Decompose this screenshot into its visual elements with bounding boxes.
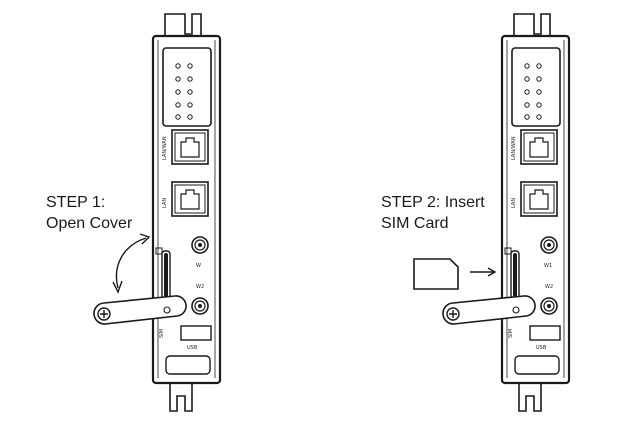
device-step2: LAN/WAN LAN W1 W2 SIM USB <box>413 13 571 412</box>
w1-label: W <box>196 263 201 269</box>
rotate-arrow <box>115 237 147 289</box>
sim-cover-plate <box>442 295 536 325</box>
lan-label: LAN <box>511 198 517 208</box>
usb-port <box>180 325 212 341</box>
lan-wan-label: LAN/WAN <box>162 136 168 160</box>
led-panel <box>511 47 561 127</box>
top-mount-bracket <box>164 13 202 37</box>
cover-screw <box>97 307 111 321</box>
lan-label: LAN <box>162 198 168 208</box>
usb-label: USB <box>187 345 198 351</box>
sim-icon <box>155 247 163 255</box>
w1-label: W1 <box>544 263 552 269</box>
usb-label: USB <box>536 345 547 351</box>
sim-label: SIM <box>159 329 165 338</box>
w2-label: W2 <box>545 284 553 290</box>
sim-icon <box>504 247 512 255</box>
sim-card <box>413 258 459 290</box>
sim-label: SIM <box>508 329 514 338</box>
step2-title-line1: STEP 2: Insert <box>381 194 485 211</box>
w2-label: W2 <box>196 284 204 290</box>
sim-cover-plate <box>93 295 187 325</box>
step2-title-line2: SIM Card <box>381 215 449 232</box>
bottom-mount-bracket <box>169 382 193 412</box>
bottom-mount-bracket <box>518 382 542 412</box>
lan-wan-label: LAN/WAN <box>511 136 517 160</box>
cover-screw <box>446 307 460 321</box>
usb-port <box>529 325 561 341</box>
device-step1: LAN/WAN LAN W W2 SIM USB <box>93 13 222 412</box>
top-mount-bracket <box>513 13 551 37</box>
step1-title-line1: STEP 1: <box>46 194 105 211</box>
led-panel <box>162 47 212 127</box>
step1-title-line2: Open Cover <box>46 215 133 232</box>
